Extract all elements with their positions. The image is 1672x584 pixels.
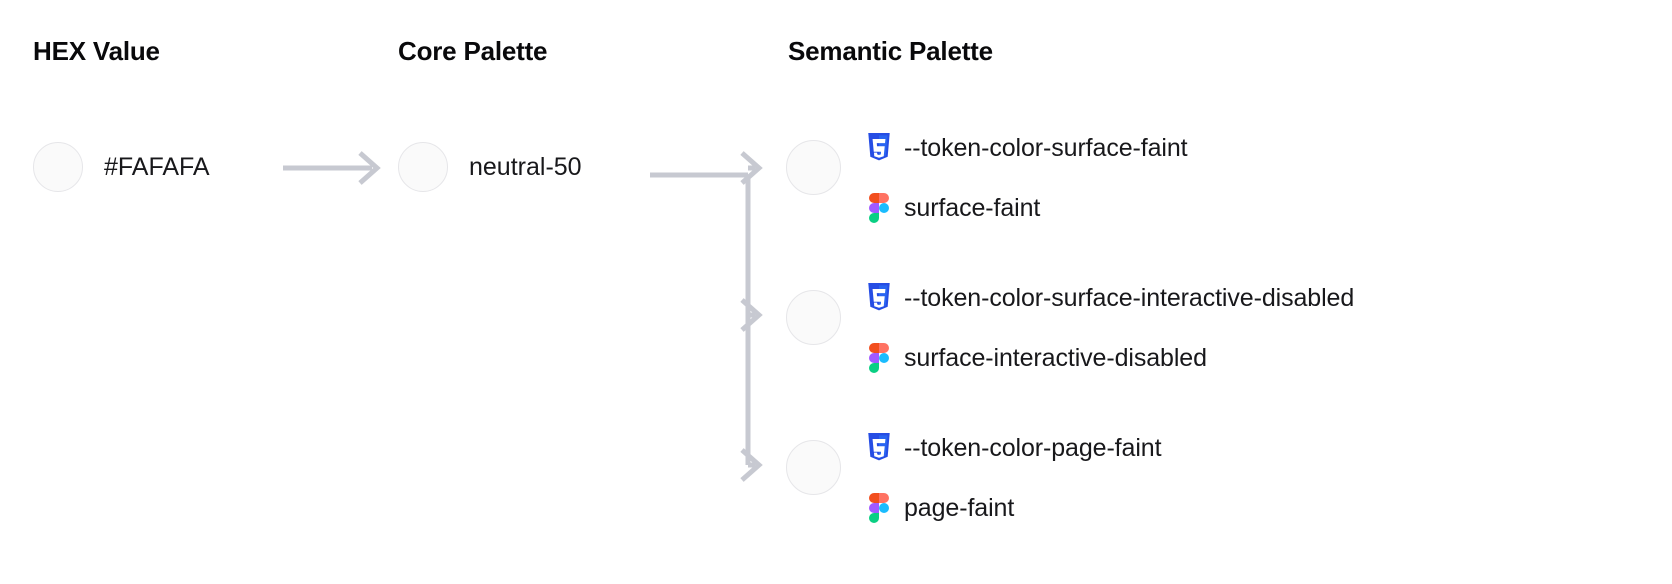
hex-value-label: #FAFAFA: [104, 153, 210, 181]
token-row: --token-color-surface-faint surface-fain…: [866, 118, 1666, 238]
figma-token-line[interactable]: page-faint: [866, 478, 1666, 538]
css-token-line[interactable]: --token-color-surface-faint: [866, 118, 1666, 178]
column-heading-semantic-palette: Semantic Palette: [788, 36, 993, 66]
css-token-line[interactable]: --token-color-surface-interactive-disabl…: [866, 268, 1666, 328]
figma-icon: [869, 193, 889, 223]
css-token-line[interactable]: --token-color-page-faint: [866, 418, 1666, 478]
swatch-core-palette[interactable]: [398, 142, 448, 192]
token-row: --token-color-surface-interactive-disabl…: [866, 268, 1666, 388]
figma-token-name: surface-faint: [904, 193, 1041, 222]
swatch-semantic-surface-interactive-disabled[interactable]: [786, 290, 841, 345]
swatch-hex-value[interactable]: [33, 142, 83, 192]
figma-token-name: page-faint: [904, 493, 1015, 522]
css3-icon: [868, 433, 890, 461]
figma-token-line[interactable]: surface-faint: [866, 178, 1666, 238]
core-palette-label: neutral-50: [469, 153, 582, 181]
swatch-semantic-surface-faint[interactable]: [786, 140, 841, 195]
css3-icon: [868, 133, 890, 161]
css-token-name: --token-color-page-faint: [904, 433, 1162, 462]
column-heading-core-palette: Core Palette: [398, 36, 548, 66]
figma-icon: [869, 343, 889, 373]
figma-token-line[interactable]: surface-interactive-disabled: [866, 328, 1666, 388]
css-token-name: --token-color-surface-faint: [904, 133, 1188, 162]
figma-token-name: surface-interactive-disabled: [904, 343, 1207, 372]
css-token-name: --token-color-surface-interactive-disabl…: [904, 283, 1355, 312]
swatch-semantic-page-faint[interactable]: [786, 440, 841, 495]
css3-icon: [868, 283, 890, 311]
figma-icon: [869, 493, 889, 523]
token-row: --token-color-page-faint page-faint: [866, 418, 1666, 538]
column-heading-hex-value: HEX Value: [33, 36, 160, 66]
